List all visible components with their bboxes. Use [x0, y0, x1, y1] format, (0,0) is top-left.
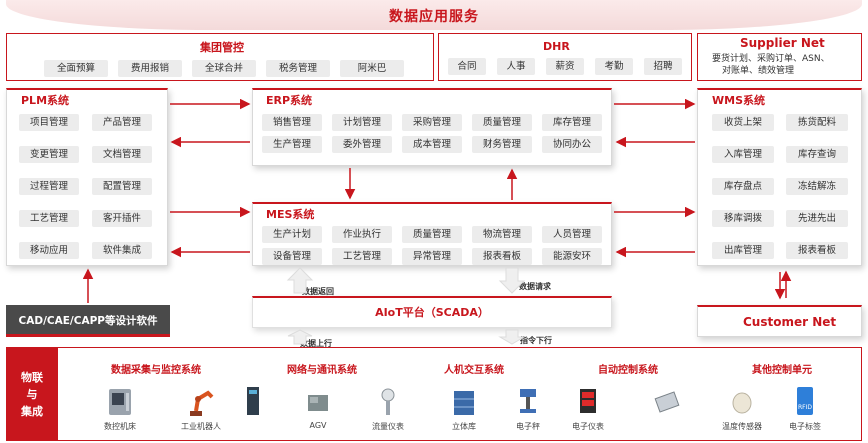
device-label: 立体库 — [437, 421, 491, 432]
iot-side-label-line: 物联 — [6, 369, 58, 386]
industrial-robot-icon — [186, 385, 216, 417]
iot-side-label-line: 集成 — [6, 403, 58, 420]
electronic-meter-icon — [578, 385, 598, 417]
iot-category[interactable]: 网络与通讯系统 — [287, 361, 357, 376]
iot-category[interactable]: 数据采集与监控系统 — [111, 361, 201, 376]
device-label: 温度传感器 — [715, 421, 769, 432]
electronic-scale-icon — [518, 385, 538, 417]
flow-meter-icon — [380, 385, 396, 417]
control-module-icon — [654, 385, 680, 417]
svg-text:RFID: RFID — [798, 404, 812, 411]
cnc-machine-icon — [107, 385, 133, 417]
iot-category[interactable]: 其他控制单元 — [752, 361, 812, 376]
arrow-data-return-up — [288, 268, 312, 293]
iot-category[interactable]: 自动控制系统 — [598, 361, 658, 376]
device-label: 数控机床 — [93, 421, 147, 432]
device-label: 电子标签 — [778, 421, 832, 432]
iot-side-label: 物联 与 集成 — [6, 347, 58, 441]
temperature-sensor-icon — [731, 385, 753, 417]
iot-side-label-line: 与 — [6, 386, 58, 403]
device-label: 流量仪表 — [361, 421, 415, 432]
device-label: 工业机器人 — [174, 421, 228, 432]
arrow-data-up — [288, 330, 312, 344]
device-label: AGV — [291, 421, 345, 430]
arrow-command-down — [500, 330, 524, 344]
arrow-data-request-down — [500, 268, 524, 293]
plc-device-icon — [245, 385, 261, 417]
device-label: 电子秤 — [501, 421, 555, 432]
rfid-tag-icon: RFID — [795, 385, 815, 417]
iot-category[interactable]: 人机交互系统 — [444, 361, 504, 376]
agv-icon — [306, 385, 330, 417]
automated-warehouse-icon — [452, 385, 476, 417]
device-label: 电子仪表 — [561, 421, 615, 432]
